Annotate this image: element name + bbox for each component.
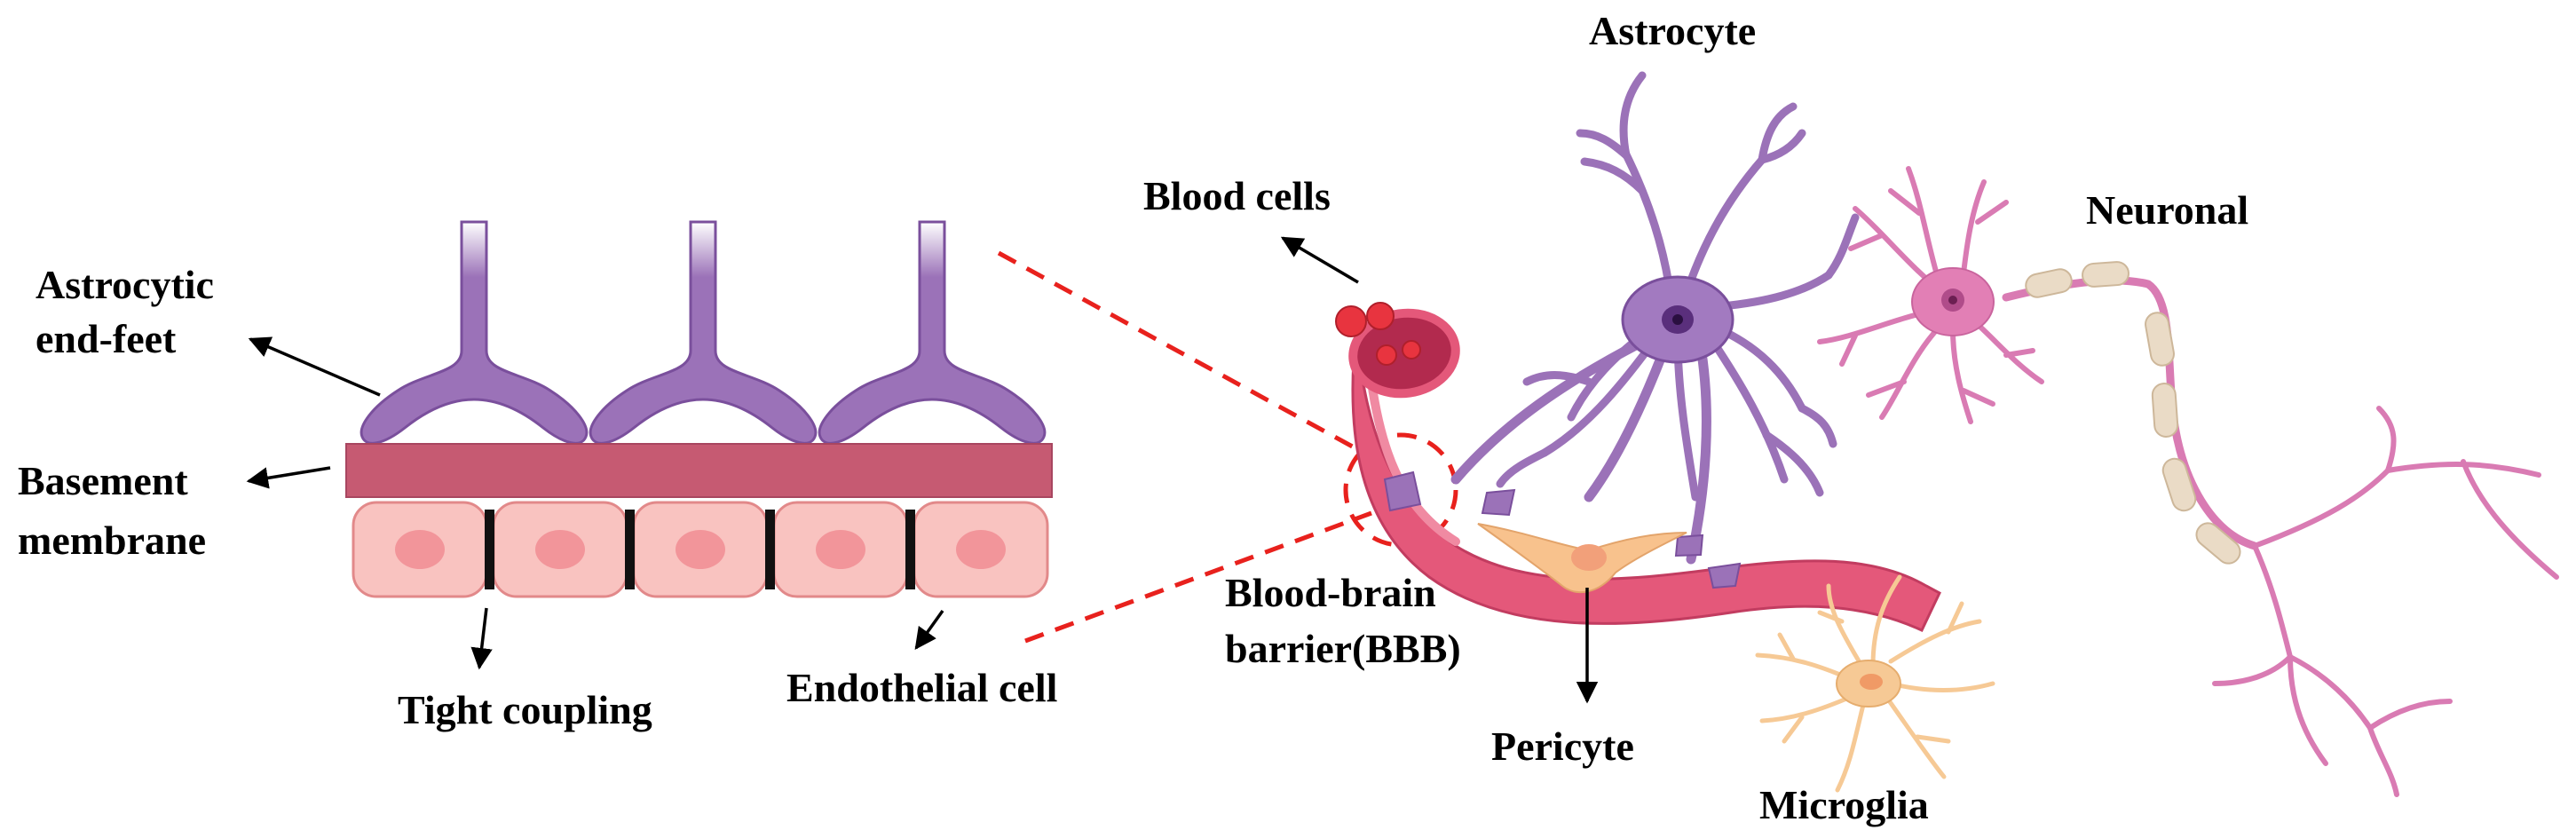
blood-cell: [1376, 344, 1397, 366]
myelin-segment: [2025, 268, 2073, 298]
endfoot-2: [589, 220, 818, 445]
label-astrocyte: Astrocyte: [1589, 8, 1756, 53]
vessel-endfoot: [1674, 534, 1704, 557]
left-panel: Astrocytic end-feet Basement membrane Ti…: [18, 220, 1057, 732]
callout-circle: [1343, 432, 1458, 548]
microglia-processes: [1755, 574, 1995, 793]
tight-junction: [625, 510, 635, 589]
vessel-highlight: [1367, 377, 1460, 546]
endothelial-nucleus: [535, 530, 585, 569]
label-tight-coupling: Tight coupling: [398, 687, 652, 732]
arrow-endothelial: [914, 609, 944, 650]
blood-cell: [1366, 302, 1395, 330]
blood-cells-cluster: [1335, 302, 1421, 366]
endothelial-cell-row: [352, 501, 1049, 598]
vessel-endfoot: [1383, 470, 1422, 512]
microglia-nucleus: [1860, 674, 1883, 690]
callout-line-top: [997, 250, 1369, 457]
label-astrocytic-endfeet-2: end-feet: [36, 316, 177, 361]
label-astrocytic-endfeet-1: Astrocytic: [36, 262, 214, 307]
neuron-axon-branches: [2212, 406, 2559, 797]
label-bbb-2: barrier(BBB): [1225, 626, 1461, 671]
label-bbb-1: Blood-brain: [1225, 570, 1436, 615]
endothelial-nucleus: [395, 530, 445, 569]
endothelial-nucleus: [816, 530, 865, 569]
myelin-segment: [2195, 522, 2241, 565]
neuron-nucleolus: [1948, 296, 1957, 304]
myelin-segment: [2145, 312, 2175, 367]
myelin-sheath: [2025, 261, 2241, 565]
astrocyte-perivascular-processes: [1450, 328, 1711, 565]
endfoot-1: [360, 220, 589, 445]
vessel-endfoot: [1481, 488, 1516, 517]
label-endothelial-cell: Endothelial cell: [786, 665, 1057, 710]
astrocyte-nucleolus: [1672, 314, 1683, 325]
neuron-axon: [2002, 276, 2259, 550]
blood-cell: [1335, 305, 1367, 337]
arrow-blood-cells: [1280, 236, 1359, 284]
label-microglia: Microglia: [1759, 782, 1929, 827]
myelin-segment: [2161, 457, 2197, 512]
vessel-body: [1351, 345, 1941, 632]
tight-junctions: [485, 510, 915, 589]
blood-vessel: [1335, 302, 1941, 632]
astrocytic-endfeet: [360, 220, 1047, 445]
pericyte-nucleus: [1571, 544, 1607, 571]
right-panel: Astrocyte Neuronal Blood cells Blood-bra…: [1143, 8, 2559, 827]
endothelial-nucleus: [676, 530, 725, 569]
label-pericyte: Pericyte: [1491, 723, 1634, 769]
myelin-segment: [2151, 383, 2179, 438]
bbb-callout: [997, 250, 1458, 644]
label-blood-cells: Blood cells: [1143, 173, 1331, 218]
astrocyte-processes: [1496, 71, 1860, 502]
astrocyte-vessel-endfeet: [1383, 470, 1742, 589]
endfoot-3: [818, 220, 1047, 445]
microglia: [1755, 574, 1995, 793]
basement-membrane-band: [345, 443, 1053, 498]
pericyte: [1477, 523, 1687, 593]
endothelial-nucleus: [956, 530, 1006, 569]
tight-junction: [905, 510, 915, 589]
arrow-endfeet: [248, 336, 381, 397]
label-basement-membrane-2: membrane: [18, 518, 206, 563]
label-neuronal: Neuronal: [2086, 187, 2248, 233]
label-basement-membrane-1: Basement: [18, 458, 188, 503]
vessel-endfoot: [1707, 562, 1742, 589]
tight-junction: [485, 510, 494, 589]
arrow-basement: [246, 466, 331, 489]
tight-junction: [765, 510, 775, 589]
myelin-segment: [2082, 261, 2130, 288]
blood-cell: [1402, 340, 1421, 360]
arrow-tight-coupling: [470, 607, 493, 670]
